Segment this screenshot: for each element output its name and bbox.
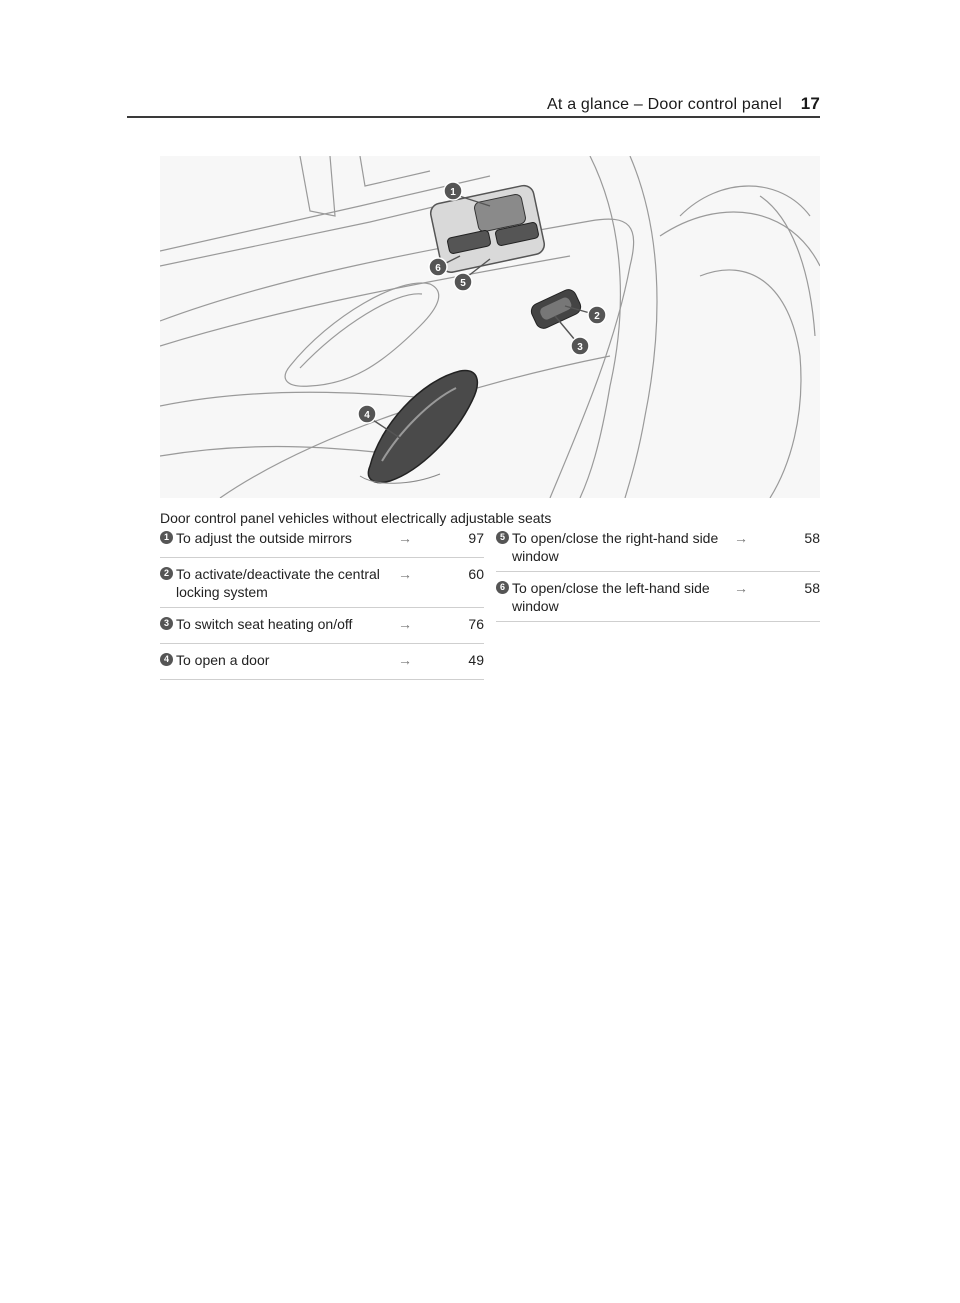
item-description: To activate/deactivate the central locki…: [176, 566, 380, 600]
callout-6: 6: [428, 257, 448, 277]
item-number-badge: 1: [160, 531, 173, 544]
item-description: To switch seat heating on/off: [176, 616, 353, 632]
legend-item: 2 To activate/deactivate the central loc…: [160, 564, 484, 608]
page-ref-arrow: →: [398, 566, 412, 582]
page-reference[interactable]: 49: [468, 652, 484, 668]
header-title: At a glance – Door control panel: [547, 96, 783, 113]
page-ref-arrow: →: [398, 652, 412, 668]
legend-right-column: 5 To open/close the right-hand side wind…: [496, 528, 820, 622]
page-ref-arrow: →: [734, 530, 748, 546]
item-description: To open a door: [176, 652, 270, 668]
svg-text:1: 1: [450, 187, 456, 198]
svg-text:3: 3: [577, 342, 583, 353]
legend-item: 6 To open/close the left-hand side windo…: [496, 578, 820, 622]
svg-text:4: 4: [364, 410, 370, 421]
legend-left-column: 1 To adjust the outside mirrors → 97 2 T…: [160, 528, 484, 680]
item-description: To open/close the right-hand side window: [512, 530, 719, 564]
door-panel-drawing: 1 2 3 4 5 6: [160, 156, 820, 498]
svg-text:6: 6: [435, 263, 441, 274]
item-number-badge: 2: [160, 567, 173, 580]
legend-item: 3 To switch seat heating on/off → 76: [160, 614, 484, 644]
callout-3: 3: [570, 336, 590, 356]
page-header: At a glance – Door control panel 17: [530, 94, 820, 114]
page-reference[interactable]: 97: [468, 530, 484, 546]
item-number-badge: 5: [496, 531, 509, 544]
item-number-badge: 4: [160, 653, 173, 666]
item-number-badge: 6: [496, 581, 509, 594]
page-number: 17: [800, 94, 820, 113]
callout-4: 4: [357, 404, 377, 424]
page-ref-arrow: →: [398, 616, 412, 632]
item-description: To adjust the outside mirrors: [176, 530, 352, 546]
page-ref-arrow: →: [398, 530, 412, 546]
legend-item: 5 To open/close the right-hand side wind…: [496, 528, 820, 572]
callout-2: 2: [587, 305, 607, 325]
svg-text:5: 5: [460, 278, 466, 289]
header-rule: [127, 116, 820, 118]
page-reference[interactable]: 76: [468, 616, 484, 632]
svg-text:2: 2: [594, 311, 600, 322]
legend-item: 1 To adjust the outside mirrors → 97: [160, 528, 484, 558]
page-reference[interactable]: 60: [468, 566, 484, 582]
page-ref-arrow: →: [734, 580, 748, 596]
page-reference[interactable]: 58: [804, 530, 820, 546]
item-description: To open/close the left-hand side window: [512, 580, 710, 614]
callout-5: 5: [453, 272, 473, 292]
page-reference[interactable]: 58: [804, 580, 820, 596]
door-panel-illustration: 1 2 3 4 5 6: [160, 156, 820, 498]
item-number-badge: 3: [160, 617, 173, 630]
figure-caption: Door control panel vehicles without elec…: [160, 510, 552, 526]
callout-1: 1: [443, 181, 463, 201]
legend-item: 4 To open a door → 49: [160, 650, 484, 680]
